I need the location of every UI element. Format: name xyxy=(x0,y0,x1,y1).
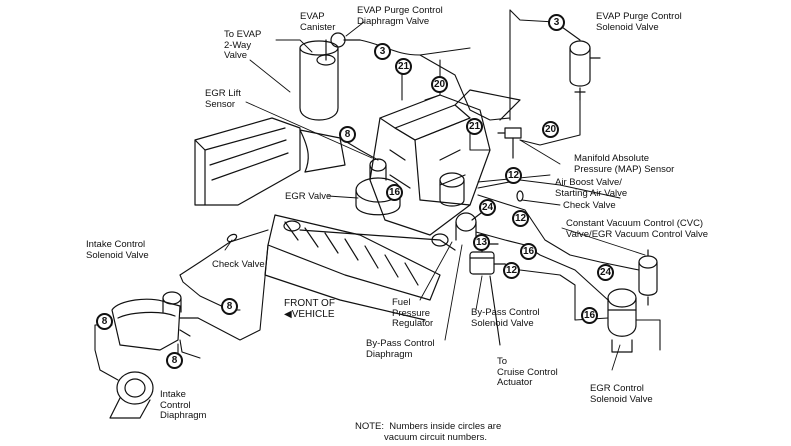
egr-valve-drawing xyxy=(355,158,401,216)
label-cvc: Constant Vacuum Control (CVC) Valve/EGR … xyxy=(566,218,709,240)
evap-purge-solenoid-drawing xyxy=(569,40,601,101)
label-air-boost: Air Boost Valve/ Starting Air Valve xyxy=(555,177,628,199)
leader-lines xyxy=(224,21,646,371)
circuit-16-egr: 16 xyxy=(386,184,403,201)
intake-diaphragm-drawing xyxy=(109,371,154,419)
label-egr-solenoid: EGR Control Solenoid Valve xyxy=(590,383,653,405)
label-map-sensor: Manifold Absolute Pressure (MAP) Sensor xyxy=(574,153,675,175)
circuit-12-mid: 12 xyxy=(512,210,529,227)
label-front-of-vehicle: FRONT OF ◀VEHICLE xyxy=(284,298,335,320)
circuit-24-center: 24 xyxy=(479,199,496,216)
circuit-20-center: 20 xyxy=(431,76,448,93)
engine-block-drawing xyxy=(369,89,521,236)
evap-canister-drawing xyxy=(299,32,361,121)
cvc-valve-drawing xyxy=(638,249,658,306)
label-evap-purge-solenoid: EVAP Purge Control Solenoid Valve xyxy=(596,11,682,33)
circuit-12-lower: 12 xyxy=(503,262,520,279)
air-cleaner-housing xyxy=(194,117,346,206)
label-intake-solenoid: Intake Control Solenoid Valve xyxy=(86,239,149,261)
label-evap-canister: EVAP Canister xyxy=(300,11,336,33)
label-evap-2way: To EVAP 2-Way Valve xyxy=(224,29,262,61)
label-check-valve-left: Check Valve xyxy=(212,259,265,270)
circuit-8-center: 8 xyxy=(221,298,238,315)
label-fuel-regulator: Fuel Pressure Regulator xyxy=(392,297,434,329)
fuel-regulator-drawing xyxy=(455,209,486,241)
circuit-8-upper: 8 xyxy=(339,126,356,143)
circuit-8-left: 8 xyxy=(96,313,113,330)
circuit-3-center: 3 xyxy=(374,43,391,60)
circuit-21-lower: 21 xyxy=(466,118,483,135)
circuit-3-top: 3 xyxy=(548,14,565,31)
footnote: NOTE: Numbers inside circles are vacuum … xyxy=(355,421,502,443)
air-boost-valve-drawing xyxy=(439,172,465,207)
intake-solenoid-drawing xyxy=(111,291,199,351)
label-egr-lift: EGR Lift Sensor xyxy=(205,88,241,110)
label-egr-valve: EGR Valve xyxy=(285,191,332,202)
circuit-16-center: 16 xyxy=(520,243,537,260)
circuit-12-upper: 12 xyxy=(505,167,522,184)
circuit-24-right: 24 xyxy=(597,264,614,281)
label-cruise: To Cruise Control Actuator xyxy=(497,356,558,388)
egr-solenoid-drawing xyxy=(607,288,637,353)
label-bypass-solenoid: By-Pass Control Solenoid Valve xyxy=(471,307,540,329)
circuit-13: 13 xyxy=(473,234,490,251)
label-intake-diaphragm: Intake Control Diaphragm xyxy=(160,389,207,421)
check-valve-shapes xyxy=(226,190,524,243)
circuit-20-right: 20 xyxy=(542,121,559,138)
label-bypass-diaphragm: By-Pass Control Diaphragm xyxy=(366,338,435,360)
label-check-valve-right: Check Valve xyxy=(563,200,616,211)
circuit-21-top: 21 xyxy=(395,58,412,75)
map-sensor-drawing xyxy=(497,127,522,159)
label-evap-purge-diaphragm: EVAP Purge Control Diaphragm Valve xyxy=(357,5,443,27)
circuit-16-right: 16 xyxy=(581,307,598,324)
circuit-8-lower: 8 xyxy=(166,352,183,369)
